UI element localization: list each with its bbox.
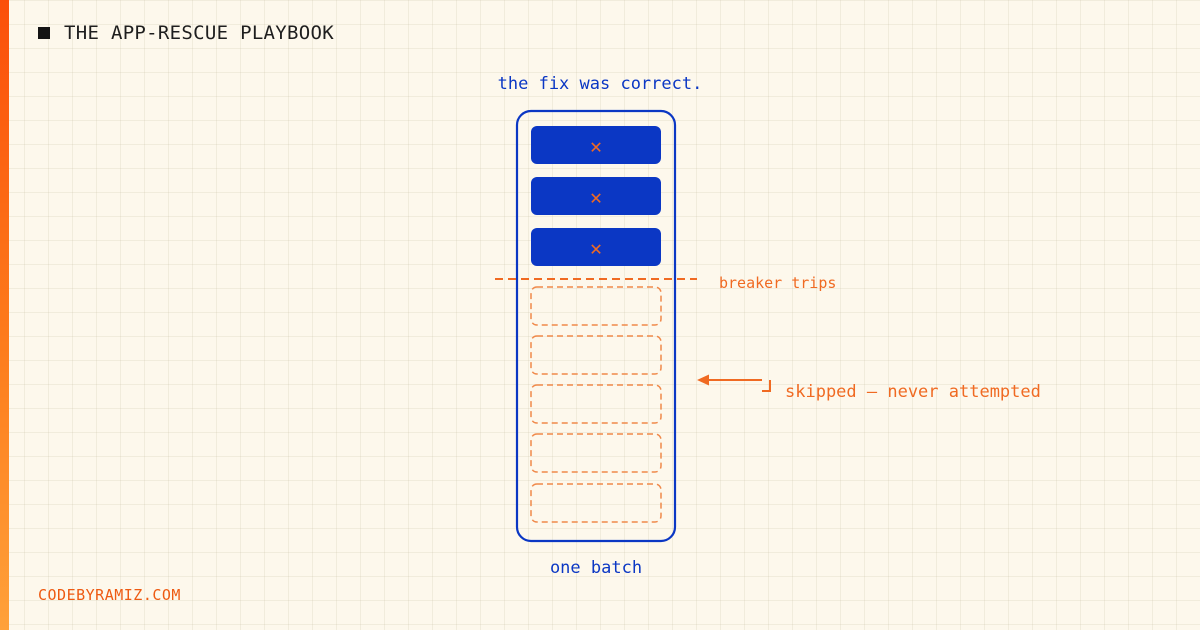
skipped-item	[530, 335, 662, 375]
accent-bar	[0, 0, 9, 630]
skipped-item	[530, 286, 662, 326]
breaker-label: breaker trips	[719, 274, 836, 292]
batch-container	[515, 109, 677, 543]
failed-item: ✕	[531, 177, 661, 215]
header: THE APP-RESCUE PLAYBOOK	[38, 22, 334, 44]
header-square-icon	[38, 27, 50, 39]
failed-x-icon: ✕	[590, 236, 602, 260]
skipped-item	[530, 384, 662, 424]
footer-url: CODEBYRAMIZ.COM	[38, 586, 181, 604]
caption-bottom: one batch	[550, 558, 642, 578]
failed-item: ✕	[531, 228, 661, 266]
caption-top: the fix was correct.	[498, 74, 703, 94]
skipped-item	[530, 433, 662, 473]
failed-x-icon: ✕	[590, 134, 602, 158]
skipped-label: skipped – never attempted	[785, 382, 1041, 402]
header-title: THE APP-RESCUE PLAYBOOK	[64, 22, 334, 44]
skipped-item	[530, 483, 662, 523]
failed-item: ✕	[531, 126, 661, 164]
skipped-arrow-icon	[697, 374, 771, 392]
failed-x-icon: ✕	[590, 185, 602, 209]
